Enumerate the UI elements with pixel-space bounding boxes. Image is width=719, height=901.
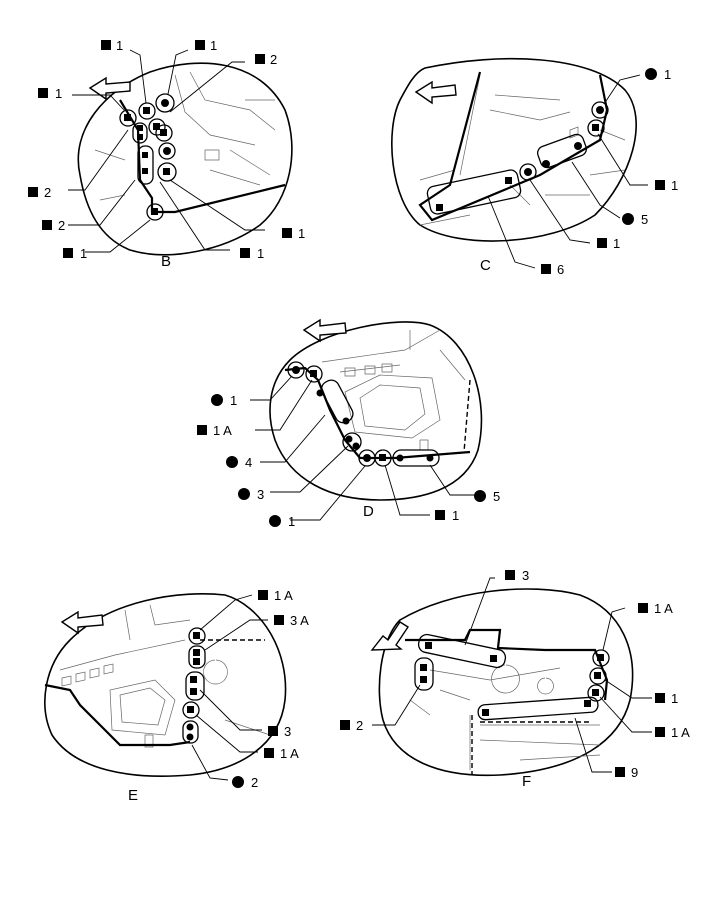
view-e-callout-3: 3 xyxy=(284,724,291,739)
view-e-callout-1: 1 A xyxy=(274,588,293,603)
view-d-clips xyxy=(287,361,440,467)
view-d-callout-3: 4 xyxy=(245,455,252,470)
view-b-callout-7: 1 xyxy=(80,246,87,261)
view-f-clips xyxy=(414,633,610,721)
view-b-clips xyxy=(119,93,177,221)
view-c-label: C xyxy=(480,257,491,274)
view-e-leaders xyxy=(191,594,268,781)
view-f-callouts: 3 1 A 2 1 1 A 9 xyxy=(340,568,690,780)
view-e: 1 A 3 A 3 1 A 2 E xyxy=(44,588,309,804)
view-f-leaders xyxy=(372,577,652,773)
view-b-callout-2: 1 xyxy=(210,38,217,53)
view-b-callout-1: 1 xyxy=(116,38,123,53)
view-c-callout-2: 1 xyxy=(671,178,678,193)
view-f: 3 1 A 2 1 1 A 9 F xyxy=(340,568,690,790)
view-e-forward-arrow xyxy=(60,610,104,635)
view-d-outline xyxy=(269,321,483,501)
view-b-callouts: 1 1 2 1 2 2 1 1 1 xyxy=(28,38,305,261)
view-d: 1 1 A 4 3 1 1 5 D xyxy=(197,318,500,529)
view-d-callout-1: 1 xyxy=(230,393,237,408)
view-e-callout-4: 1 A xyxy=(280,746,299,761)
view-e-callout-2: 3 A xyxy=(290,613,309,628)
view-d-callout-4: 3 xyxy=(257,487,264,502)
view-b-callout-6: 2 xyxy=(58,218,65,233)
view-e-callout-5: 2 xyxy=(251,775,258,790)
view-f-callout-2: 1 A xyxy=(654,601,673,616)
view-d-callout-7: 5 xyxy=(493,489,500,504)
view-f-callout-5: 1 A xyxy=(671,725,690,740)
view-c-clips xyxy=(426,101,609,215)
view-c: 1 1 5 1 6 C xyxy=(391,57,678,277)
view-b-callout-8: 1 xyxy=(298,226,305,241)
view-c-callout-5: 6 xyxy=(557,262,564,277)
view-d-forward-arrow xyxy=(302,318,347,343)
view-f-forward-arrow xyxy=(370,621,409,651)
view-b-label: B xyxy=(161,253,171,270)
view-f-callout-1: 3 xyxy=(522,568,529,583)
view-b-callout-5: 2 xyxy=(44,185,51,200)
view-c-leaders xyxy=(487,74,648,269)
view-c-forward-arrow xyxy=(414,80,457,105)
view-d-label: D xyxy=(363,503,374,520)
view-f-callout-6: 9 xyxy=(631,765,638,780)
view-f-hidden-edge xyxy=(471,715,590,775)
view-b-callout-4: 1 xyxy=(55,86,62,101)
view-e-edge xyxy=(44,683,191,747)
view-c-callout-4: 1 xyxy=(613,236,620,251)
view-c-outline xyxy=(391,57,637,242)
view-c-callout-1: 1 xyxy=(664,67,671,82)
view-b: 1 1 2 1 2 2 1 1 1 B xyxy=(28,38,305,270)
view-f-callout-4: 1 xyxy=(671,691,678,706)
view-f-outline xyxy=(378,588,634,777)
view-f-label: F xyxy=(522,773,531,790)
view-d-leaders xyxy=(250,375,475,521)
view-f-callout-3: 2 xyxy=(356,718,363,733)
view-e-clips xyxy=(182,627,206,744)
view-d-callout-6: 1 xyxy=(452,508,459,523)
view-b-leaders xyxy=(68,49,265,253)
view-e-body-lines xyxy=(59,604,271,748)
view-d-callout-2: 1 A xyxy=(213,423,232,438)
view-d-callout-5: 1 xyxy=(288,514,295,529)
view-c-callouts: 1 1 5 1 6 xyxy=(541,67,678,277)
view-d-callouts: 1 1 A 4 3 1 1 5 xyxy=(197,393,500,529)
view-f-body-lines xyxy=(409,664,601,770)
view-e-callouts: 1 A 3 A 3 1 A 2 xyxy=(232,588,309,790)
view-b-callout-3: 2 xyxy=(270,52,277,67)
view-d-hidden-edge xyxy=(463,379,471,453)
view-b-forward-arrow xyxy=(88,76,131,101)
view-c-callout-3: 5 xyxy=(641,212,648,227)
view-e-label: E xyxy=(128,787,138,804)
view-b-callout-9: 1 xyxy=(257,246,264,261)
